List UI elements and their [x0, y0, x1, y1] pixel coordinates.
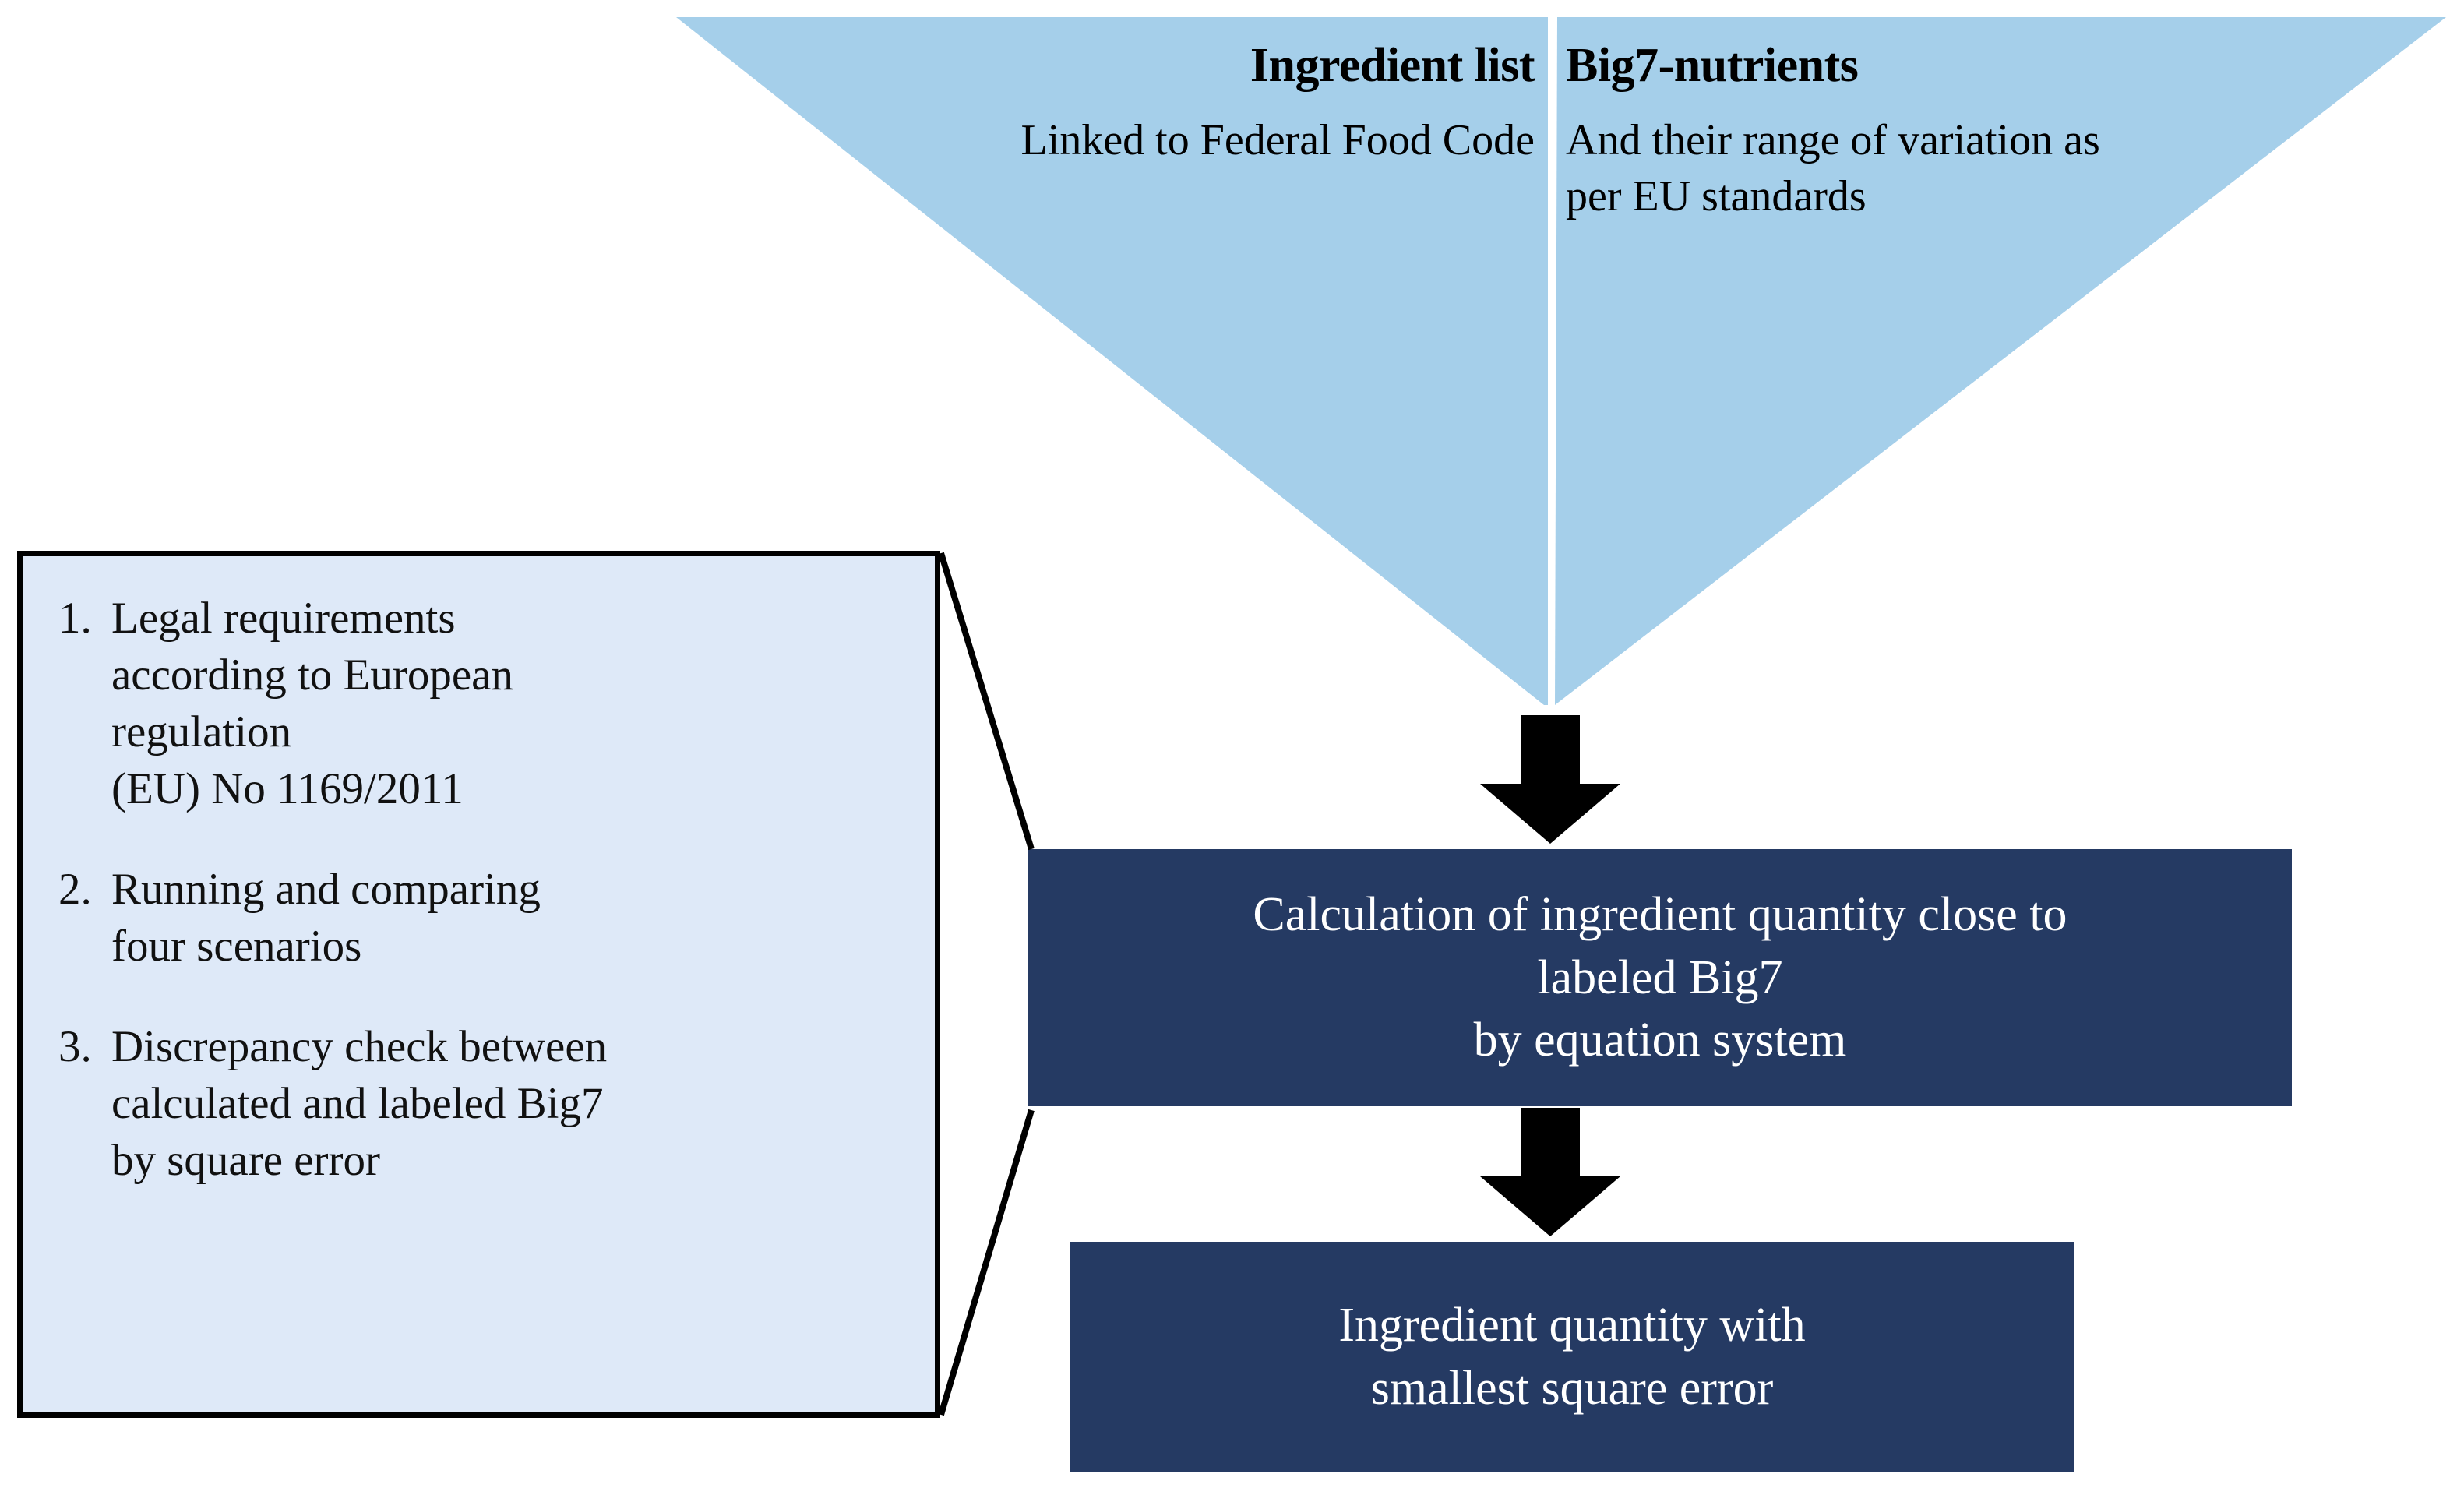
note-number: 3. [58, 1021, 92, 1071]
arrow-calculation-to-result [1480, 1108, 1620, 1236]
note-number: 2. [58, 864, 92, 914]
note-text: Running and comparing four scenarios [111, 864, 541, 971]
funnel-column-ingredient-list: Ingredient list Linked to Federal Food C… [1005, 39, 1535, 169]
process-box-result-text: Ingredient quantity with smallest square… [1338, 1299, 1806, 1415]
funnel-right-half [1555, 17, 2446, 705]
process-box-calculation: Calculation of ingredient quantity close… [1028, 849, 2292, 1106]
process-box-calculation-text: Calculation of ingredient quantity close… [1253, 888, 2067, 1067]
note-number: 1. [58, 594, 92, 643]
note-item: 1. Legal requirements according to Europ… [58, 591, 901, 818]
funnel-column-title-ingredient-list: Ingredient list [1250, 39, 1535, 92]
funnel-column-body-ingredient-list: Linked to Federal Food Code [1020, 116, 1535, 165]
notes-panel: 1. Legal requirements according to Europ… [17, 551, 940, 1418]
note-text: Legal requirements according to European… [111, 594, 513, 813]
funnel-column-body-big7-nutrients: And their range of variation as per EU s… [1566, 116, 2100, 221]
funnel-column-title-big7-nutrients: Big7-nutrients [1566, 39, 1859, 92]
note-item: 3. Discrepancy check between calculated … [58, 1019, 901, 1190]
funnel-shape [0, 0, 2464, 725]
process-box-result: Ingredient quantity with smallest square… [1070, 1242, 2074, 1472]
callout-line-bottom [938, 1109, 1035, 1416]
funnel-left-half [676, 17, 1548, 705]
note-item: 2. Running and comparing four scenarios [58, 862, 901, 975]
arrow-funnel-to-calculation [1480, 715, 1620, 844]
note-text: Discrepancy check between calculated and… [111, 1021, 608, 1185]
funnel-column-big7-nutrients: Big7-nutrients And their range of variat… [1566, 39, 2111, 225]
